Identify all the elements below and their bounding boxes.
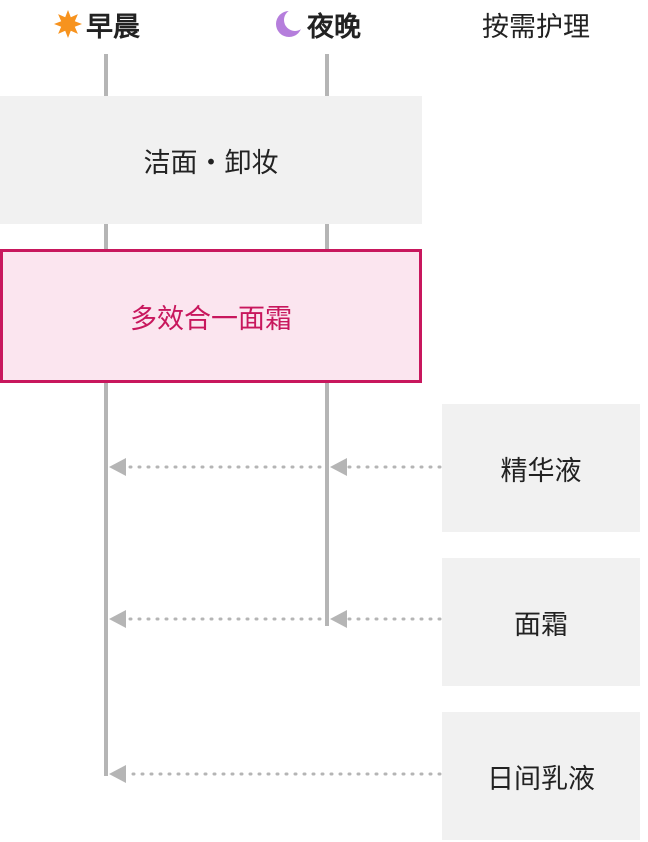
day-lotion-label: 日间乳液 [487,763,595,795]
serum-label: 精华液 [500,455,582,487]
night-header: 夜晚 [275,6,361,43]
cream-item: 面霜 [442,558,640,686]
serum-item: 精华液 [442,404,640,532]
arrowhead-icon [330,458,347,476]
all-in-one-cream-step: 多效合一面霜 [0,249,422,383]
moon-icon [276,11,302,37]
cleanse-step: 洁面・卸妆 [0,96,422,224]
arrowhead-icon [109,458,126,476]
sun-icon [54,10,82,38]
all-in-one-label: 多效合一面霜 [130,303,292,335]
day-lotion-item: 日间乳液 [442,712,640,840]
arrowhead-icon [330,610,347,628]
optional-header: 按需护理 [482,6,590,43]
morning-timeline [104,54,108,776]
cream-label: 面霜 [514,609,568,641]
arrowhead-icon [109,610,126,628]
optional-label: 按需护理 [482,11,590,43]
morning-label: 早晨 [86,11,140,43]
morning-header: 早晨 [54,6,140,43]
arrowhead-icon [109,765,126,783]
cleanse-label: 洁面・卸妆 [143,147,279,179]
night-label: 夜晚 [307,11,361,43]
